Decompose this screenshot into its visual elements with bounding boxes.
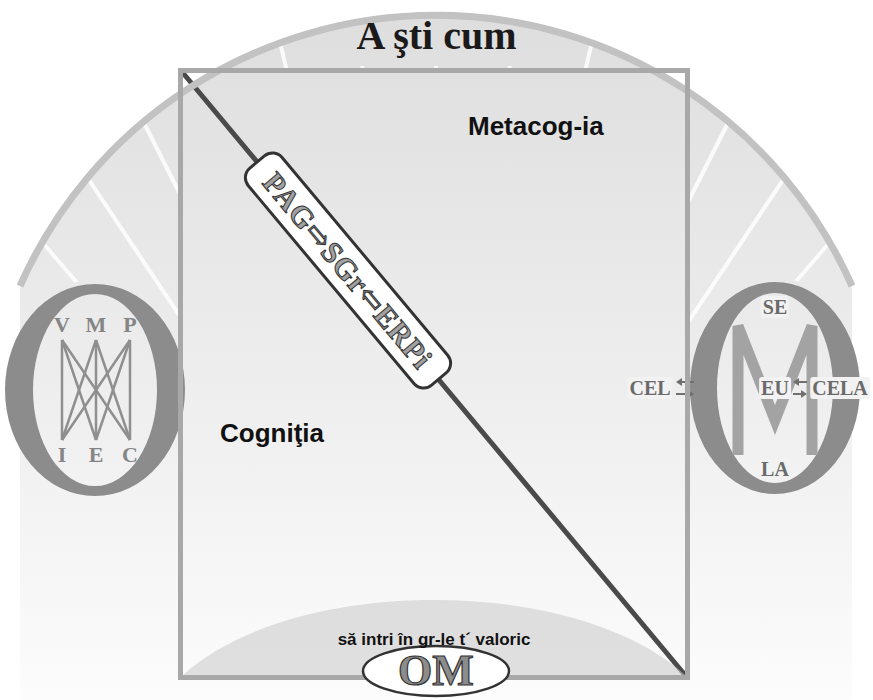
symbol-word-holder: EU xyxy=(759,377,791,399)
dome-band: A şti cum xyxy=(0,0,873,300)
symbol-letter: E xyxy=(89,444,104,466)
lens-text-holder: să intri în gr-le t´ valoric xyxy=(183,630,685,650)
om-ellipse: OM xyxy=(361,644,511,698)
region-title: Metacog-ia xyxy=(468,111,604,142)
symbol-letter: M xyxy=(86,314,107,336)
formula-text: PAG⇨SGr⇦ERPi xyxy=(256,165,440,375)
formula-box: PAG⇨SGr⇦ERPi xyxy=(238,145,458,394)
symbol-word: SE xyxy=(761,296,789,318)
symbol-letter: I xyxy=(58,444,67,466)
cross-lines xyxy=(62,340,130,440)
region-title-holder: Metacog-ia xyxy=(468,111,604,142)
dome-title: A şti cum xyxy=(357,12,517,59)
symbol-letter: P xyxy=(123,314,136,336)
diagonal-line xyxy=(183,73,685,675)
symbol-letter: V xyxy=(54,314,70,336)
symbol-letter-holder: C xyxy=(122,444,138,466)
region-title: Cogniţia xyxy=(220,418,324,449)
ring-symbol xyxy=(5,284,185,496)
region-title-holder: Cogniţia xyxy=(220,418,324,449)
frame-box: Metacog-iaCogniţia PAG⇨SGr⇦ERPi să intri î… xyxy=(178,68,690,680)
symbol-letter: C xyxy=(122,444,138,466)
symbol-word: CELA xyxy=(810,377,870,399)
symbol-word: LA xyxy=(759,458,791,480)
symbol-word: EU xyxy=(759,377,791,399)
symbol-word-holder: CELA xyxy=(810,377,870,399)
symbol-letter-holder: P xyxy=(123,314,136,336)
dome-ground xyxy=(20,15,852,700)
symbol-word: CEL xyxy=(627,377,672,399)
symbol-word-holder: CEL xyxy=(627,377,672,399)
symbol-letter-holder: E xyxy=(89,444,104,466)
symbol-letter-holder: V xyxy=(54,314,70,336)
dome-title-holder: A şti cum xyxy=(0,12,873,59)
symbol-letter-holder: I xyxy=(58,444,67,466)
lens-text: să intri în gr-le t´ valoric xyxy=(338,630,531,650)
symbol-letter-holder: M xyxy=(86,314,107,336)
small-arrows xyxy=(676,378,807,398)
om-text: OM xyxy=(398,649,474,693)
m-symbol xyxy=(738,326,812,455)
symbol-word-holder: SE xyxy=(761,296,789,318)
symbol-word-holder: LA xyxy=(759,458,791,480)
ellipse-line xyxy=(363,646,509,696)
